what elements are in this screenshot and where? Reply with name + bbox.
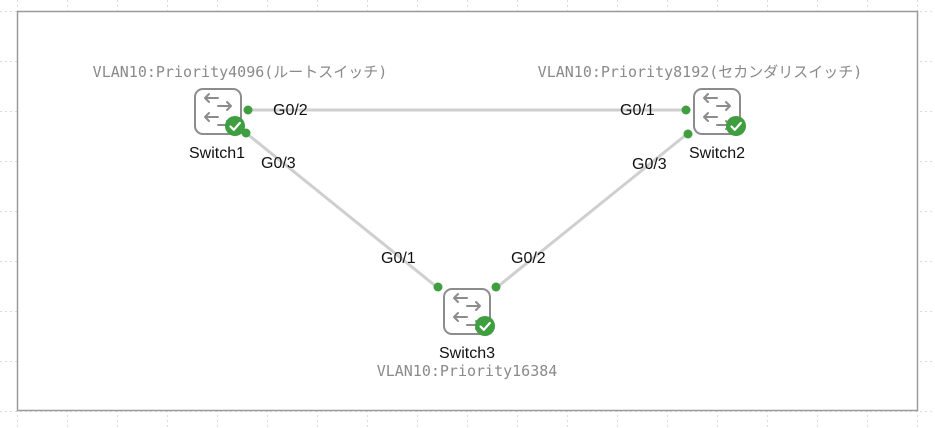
port-label: G0/2 bbox=[511, 250, 546, 267]
device-note-switch1: VLAN10:Priority4096(ルートスイッチ) bbox=[93, 63, 388, 81]
port-status-dot bbox=[243, 105, 253, 115]
port-status-dot bbox=[683, 129, 693, 139]
port-status-dot bbox=[681, 105, 691, 115]
port-label: G0/1 bbox=[620, 102, 655, 119]
links bbox=[244, 108, 689, 290]
check-circle-icon bbox=[225, 116, 245, 136]
device-name-switch3[interactable]: Switch3 bbox=[439, 345, 495, 362]
port-status-dot bbox=[433, 282, 443, 292]
link-sw1-sw3[interactable] bbox=[244, 131, 440, 290]
device-switch3[interactable] bbox=[443, 288, 495, 336]
device-switch2[interactable] bbox=[693, 88, 746, 136]
check-circle-icon bbox=[726, 116, 746, 136]
port-label: G0/1 bbox=[381, 250, 416, 267]
device-note-switch2: VLAN10:Priority8192(セカンダリスイッチ) bbox=[538, 63, 863, 81]
device-note-switch3: VLAN10:Priority16384 bbox=[377, 362, 558, 380]
device-switch1[interactable] bbox=[194, 88, 245, 136]
port-label: G0/2 bbox=[273, 102, 308, 119]
device-name-switch1[interactable]: Switch1 bbox=[189, 145, 245, 162]
check-circle-icon bbox=[475, 316, 495, 336]
port-label: G0/3 bbox=[261, 155, 296, 172]
device-name-switch2[interactable]: Switch2 bbox=[689, 145, 745, 162]
port-labels: G0/2 G0/1 G0/3 G0/1 G0/3 G0/2 bbox=[261, 102, 667, 267]
workspace-frame bbox=[16, 10, 919, 412]
port-status-dot bbox=[491, 282, 501, 292]
port-label: G0/3 bbox=[632, 156, 667, 173]
link-sw2-sw3[interactable] bbox=[494, 132, 689, 290]
ports bbox=[241, 105, 693, 292]
